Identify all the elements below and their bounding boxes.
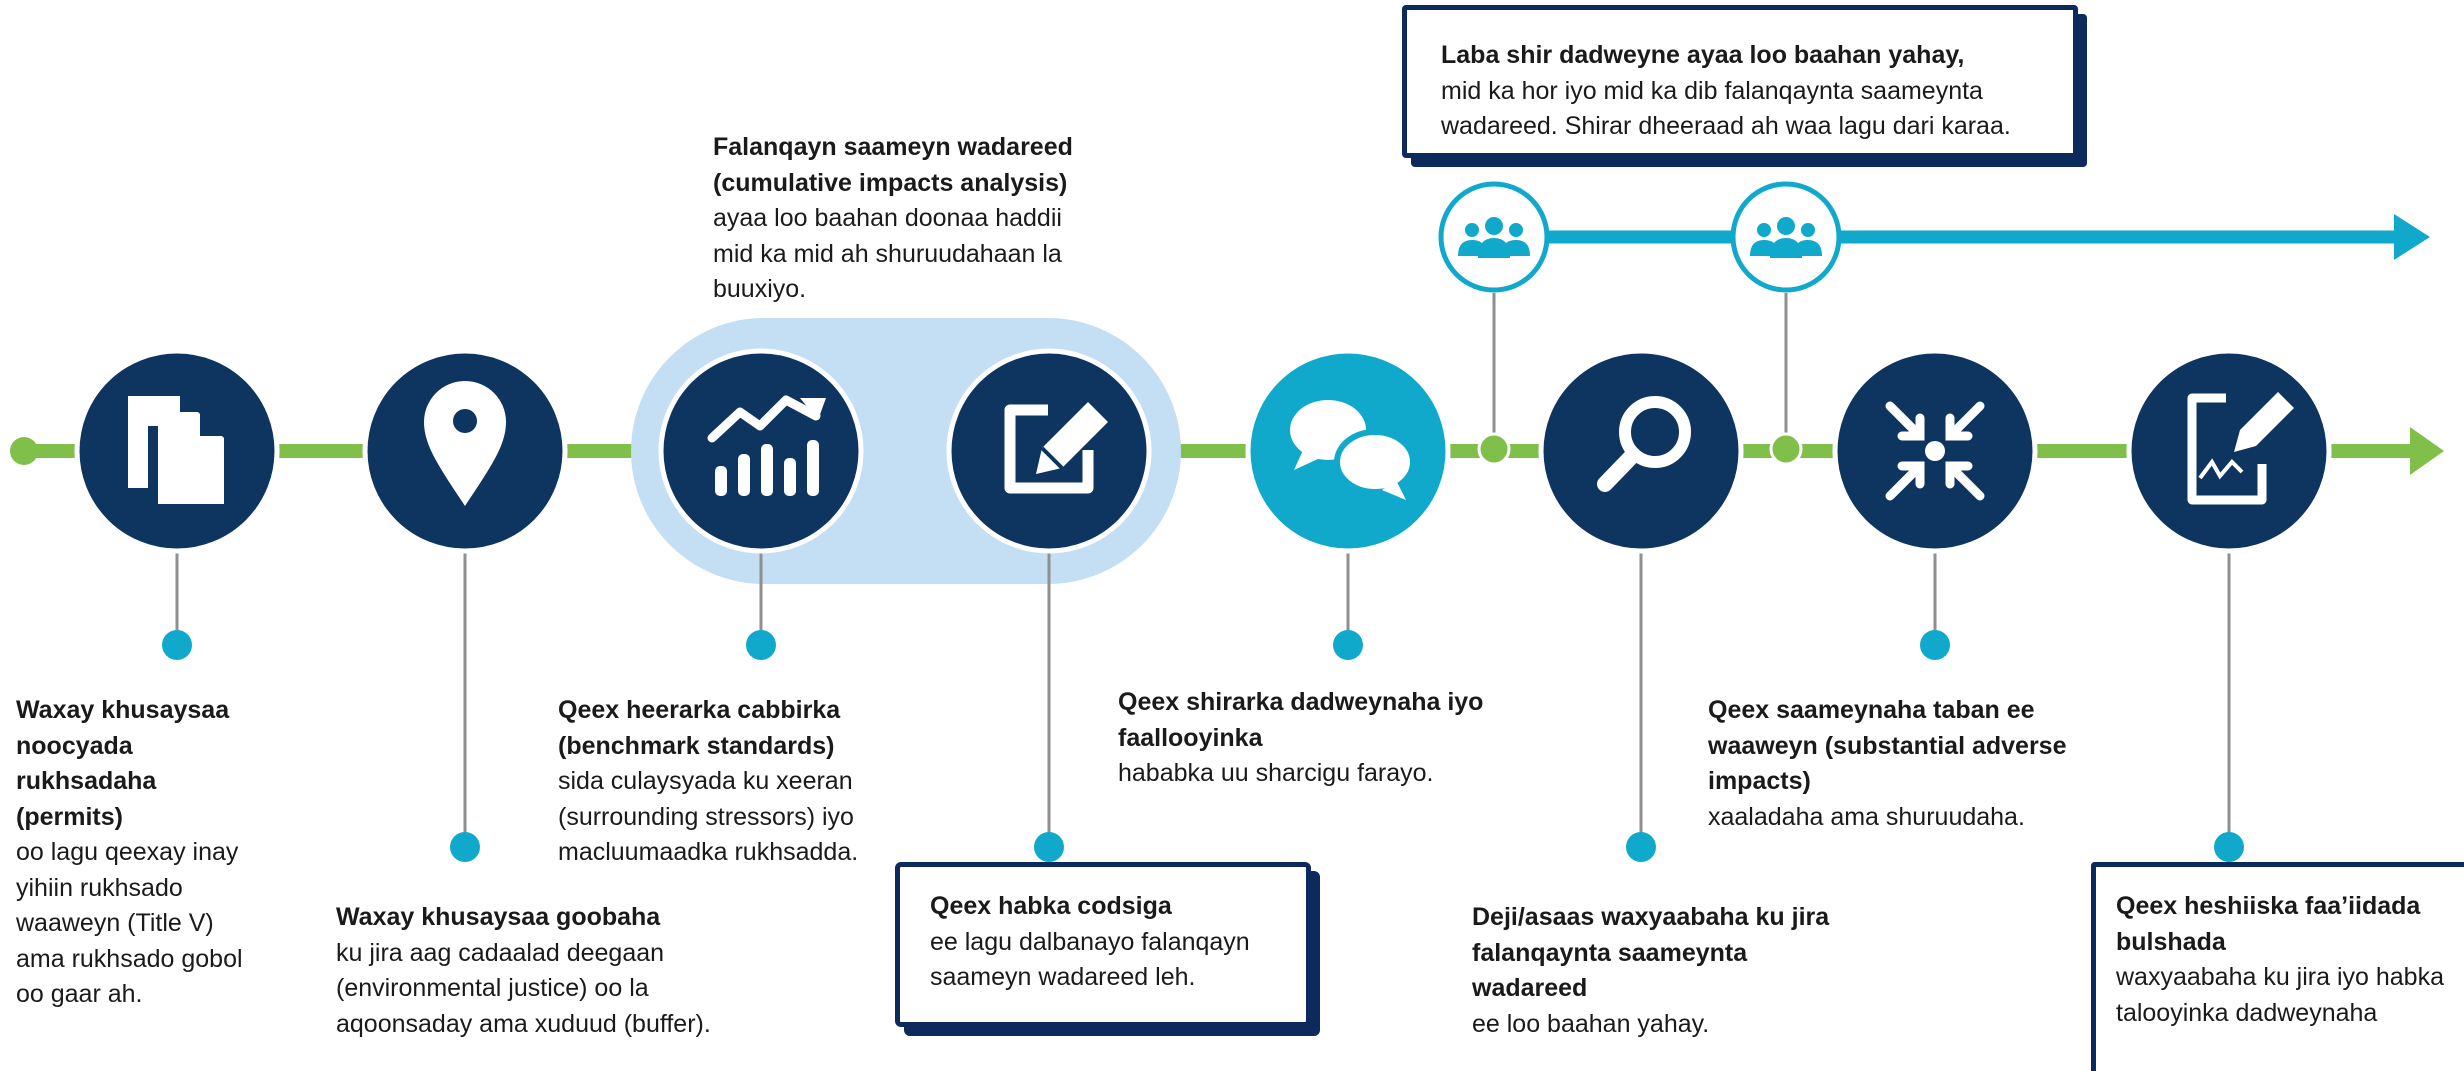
step-body: ee lagu dalbanayo falanqayn saameyn wada… (930, 927, 1250, 992)
step-4-text: Qeex habka codsiga ee lagu dalbanayo fal… (930, 889, 1276, 996)
step-6-text: Deji/asaas waxyaabaha ku jira falanqaynt… (1472, 900, 1862, 1042)
step-5-text: Qeex shirarka dadweynaha iyo faallooyink… (1118, 685, 1518, 792)
step-1-text: Waxay khusaysaa noocyada rukhsadaha (per… (16, 693, 256, 1013)
step-1-node (74, 348, 280, 554)
step-7-node (1832, 348, 2038, 554)
step-title: Qeex saameynaha taban ee waaweyn (substa… (1708, 696, 2067, 795)
signed-document-icon (2187, 392, 2294, 505)
meeting-node-1 (1477, 432, 1511, 466)
chart-trend-icon (707, 395, 826, 496)
step-6-node (1538, 348, 1744, 554)
step-body: xaaladaha ama shuruudaha. (1708, 802, 2025, 831)
step-2-node (362, 348, 568, 554)
people-group-icon (1730, 181, 1842, 293)
step-body: sida culaysyada ku xeeran (surrounding s… (558, 767, 859, 866)
people-group-icon (1438, 181, 1550, 293)
meeting-node-2 (1769, 432, 1803, 466)
step-4-node (946, 348, 1152, 554)
connector-dots (162, 630, 2244, 862)
step-8-callout: Qeex heshiiska faa’iidada bulshada waxya… (2091, 862, 2464, 1071)
map-pin-icon (424, 381, 506, 506)
meetings-note-body: mid ka hor iyo mid ka dib falanqaynta sa… (1441, 76, 2011, 141)
step-8-text: Qeex heshiiska faa’iidada bulshada waxya… (2116, 889, 2444, 1031)
step-title: Qeex shirarka dadweynaha iyo faallooyink… (1118, 688, 1484, 752)
step-title: Waxay khusaysaa noocyada rukhsadaha (per… (16, 696, 230, 831)
step-title: Waxay khusaysaa goobaha (336, 903, 661, 931)
step-title: Qeex heerarka cabbirka (benchmark standa… (558, 696, 841, 760)
meetings-callout: Laba shir dadweyne ayaa loo baahan yahay… (1402, 5, 2078, 158)
edit-pencil-icon (1004, 402, 1108, 494)
step-2-text: Waxay khusaysaa goobaha ku jira aag cada… (336, 900, 716, 1042)
step-body: waxyaabaha ku jira iyo habka talooyinka … (2116, 963, 2444, 1027)
connectors (175, 550, 2231, 845)
step-body: hababka uu sharcigu farayo. (1118, 759, 1434, 787)
step-body: ku jira aag cadaalad deegaan (environmen… (336, 938, 711, 1038)
step-3-node (658, 348, 864, 554)
timeline-arrowhead (2410, 427, 2444, 475)
step-title: Qeex heshiiska faa’iidada bulshada (2116, 892, 2421, 956)
meetings-note: Laba shir dadweyne ayaa loo baahan yahay… (1441, 38, 2039, 145)
step-3-text: Qeex heerarka cabbirka (benchmark standa… (558, 693, 908, 871)
step-4-callout: Qeex habka codsiga ee lagu dalbanayo fal… (895, 862, 1311, 1027)
cumulative-note-title: Falanqayn saameyn wadareed (cumulative i… (713, 133, 1073, 197)
step-body: oo lagu qeexay inay yihiin rukhsado waaw… (16, 838, 243, 1008)
converge-arrows-icon (1885, 401, 1985, 501)
meetings-note-title: Laba shir dadweyne ayaa loo baahan yahay… (1441, 41, 1965, 69)
copy-documents-icon (128, 396, 224, 504)
step-8-node (2126, 348, 2332, 554)
step-5-node (1245, 348, 1451, 554)
step-title: Qeex habka codsiga (930, 892, 1172, 920)
step-title: Deji/asaas waxyaabaha ku jira falanqaynt… (1472, 903, 1830, 1002)
chat-bubbles-icon (1290, 400, 1416, 500)
step-body: ee loo baahan yahay. (1472, 1009, 1710, 1038)
cumulative-note-body: ayaa loo baahan doonaa haddii mid ka mid… (713, 204, 1062, 303)
step-7-text: Qeex saameynaha taban ee waaweyn (substa… (1708, 693, 2098, 835)
magnifier-icon (1597, 396, 1691, 492)
meetings-track (1438, 181, 2430, 466)
cumulative-note: Falanqayn saameyn wadareed (cumulative i… (713, 130, 1098, 308)
